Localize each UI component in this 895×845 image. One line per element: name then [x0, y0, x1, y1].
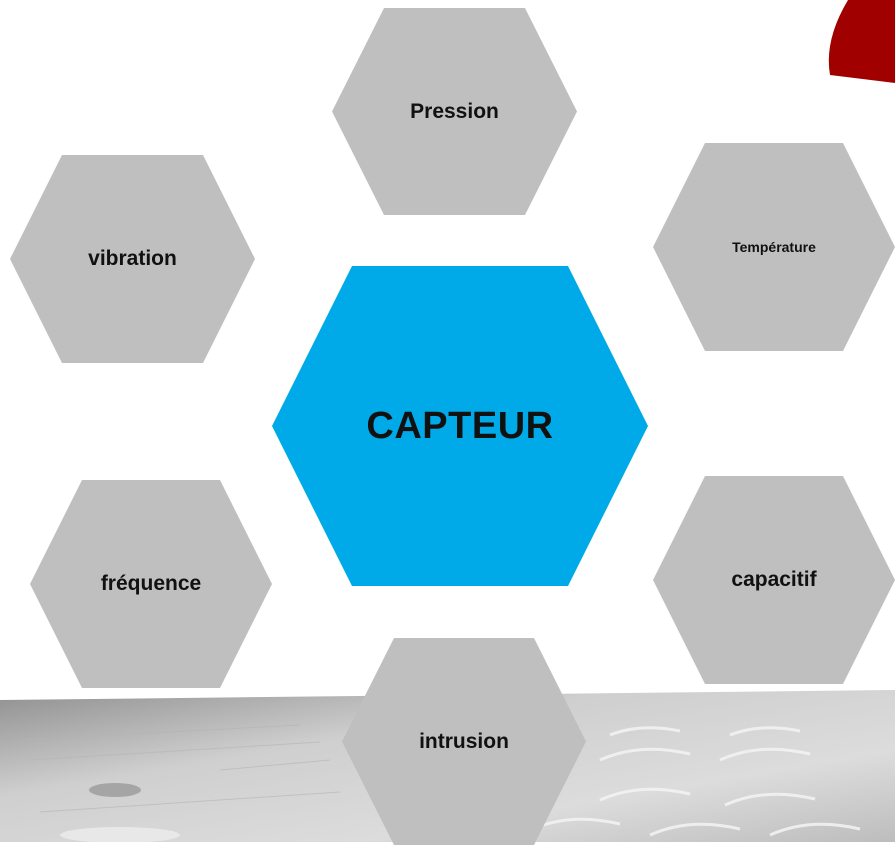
hex-center-capteur: CAPTEUR — [272, 266, 648, 586]
hexagon-shape — [342, 638, 586, 845]
hexagon-shape — [30, 480, 272, 688]
hex-vibration: vibration — [10, 155, 255, 363]
hex-intrusion: intrusion — [342, 638, 586, 845]
hex-temperature: Température — [653, 143, 895, 351]
corner-red-shape — [828, 0, 895, 83]
hex-label-frequence: fréquence — [100, 572, 202, 595]
hexagon-shape — [332, 8, 577, 215]
hex-capacitif: capacitif — [653, 476, 895, 684]
hexagon-shape — [272, 266, 648, 586]
center-label: CAPTEUR — [366, 404, 554, 447]
hexagon-shape — [653, 143, 895, 351]
hexagon-shape — [10, 155, 255, 363]
hex-label-intrusion: intrusion — [419, 729, 509, 753]
hexagon-shape — [653, 476, 895, 684]
hex-frequence: fréquence — [30, 480, 272, 688]
hex-label-capacitif: capacitif — [731, 568, 817, 591]
hex-label-vibration: vibration — [88, 247, 177, 270]
hex-pression: Pression — [332, 8, 577, 215]
hex-label-pression: Pression — [410, 99, 499, 123]
hex-label-temperature: Température — [732, 239, 816, 255]
